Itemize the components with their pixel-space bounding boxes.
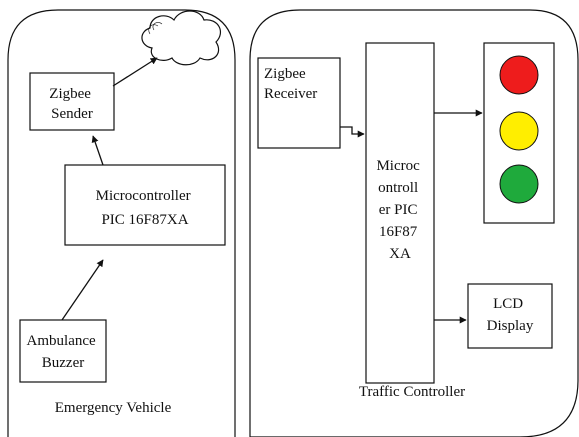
arrow-microcontroller-to-sender [91,135,104,166]
svg-text:Microcontroller PIC 16F8: Microcontroller PIC 16F87XA [96,188,195,228]
ambulance-buzzer-block: Ambulance Buzzer [19,319,107,383]
yellow-lamp [499,111,539,151]
zigbee-receiver-line-1: Zigbee [264,66,306,82]
lcd-display-line-1: LCD [493,296,523,312]
ev-microcontroller-block: Microcontroller PIC 16F87XA [64,164,226,246]
svg-text:Zigbee Receiver: Zigbee Receiver [264,66,317,102]
arrow-buzzer-to-microcontroller [61,259,104,321]
zigbee-sender-block: Zigbee Sender [29,72,115,131]
ambulance-buzzer-line-1: Ambulance [27,333,96,349]
zigbee-receiver-block: Zigbee Receiver [257,57,341,149]
arrow-sender-to-cloud [112,57,158,87]
lcd-display-block: LCD Display [467,283,553,349]
zigbee-sender-line-2: Sender [51,106,93,122]
svg-text:Ambulance Buzzer: Ambulance Buzzer [27,333,100,371]
ambulance-buzzer-line-2: Buzzer [42,355,84,371]
ev-microcontroller-line-2: PIC 16F87XA [101,212,188,228]
tc-microcontroller-block: Microc ontroll er PIC 16F87 XA [365,42,435,384]
svg-text:LCD Display: LCD Display [487,296,534,334]
ev-microcontroller-line-1: Microcontroller [96,188,191,204]
svg-text:Zigbee Sender: Zigbee Sender [49,86,94,122]
tc-microcontroller-line-5: XA [389,246,411,262]
tc-microcontroller-line-1: Microc [376,158,420,174]
traffic-controller-label: Traffic Controller [359,384,465,400]
tc-microcontroller-line-3: er PIC [379,202,418,218]
zigbee-sender-line-1: Zigbee [49,86,91,102]
tc-microcontroller-line-4: 16F87 [379,224,418,240]
tc-microcontroller-line-2: ontroll [378,180,418,196]
lcd-display-line-2: Display [487,318,534,334]
arrow-receiver-to-microcontroller [340,126,365,138]
cloud-icon [141,10,221,66]
red-lamp [499,55,539,95]
green-lamp [499,164,539,204]
zigbee-receiver-line-2: Receiver [264,86,317,102]
traffic-light [483,42,555,224]
emergency-vehicle-label: Emergency Vehicle [55,400,172,416]
svg-text:Microc ontroll er: Microc ontroll er PIC 16F87 XA [376,158,423,262]
